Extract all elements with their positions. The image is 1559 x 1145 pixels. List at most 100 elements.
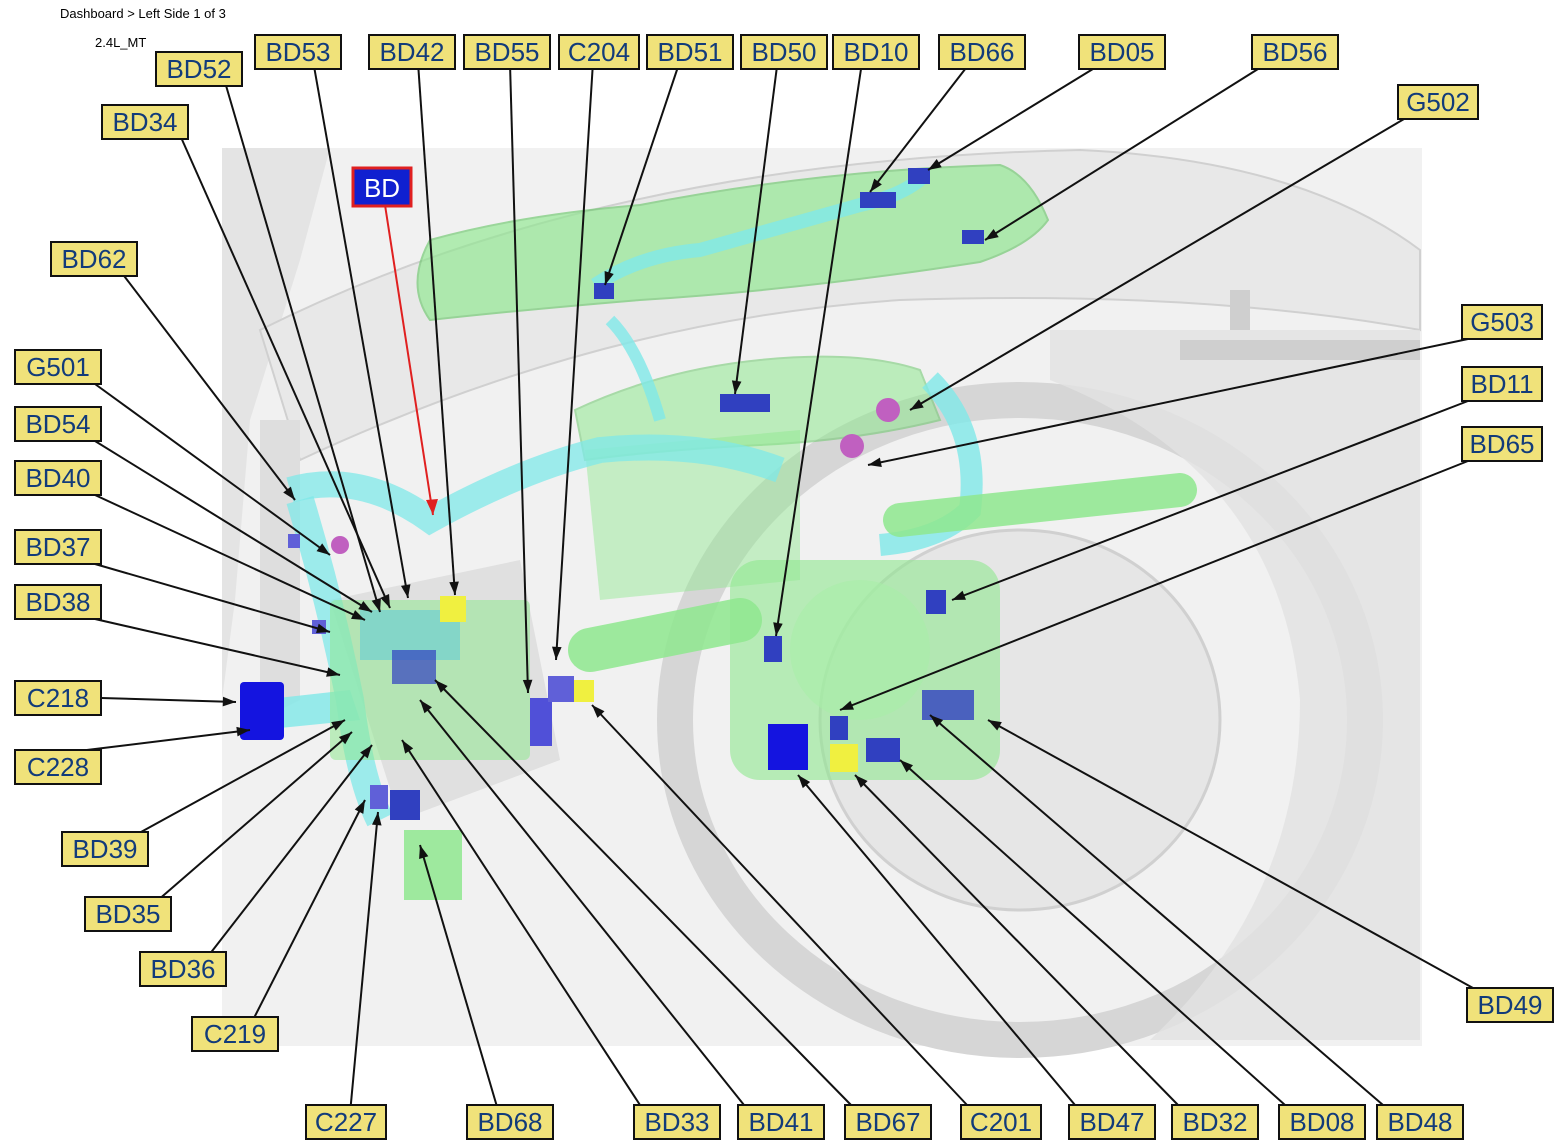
callout-g502[interactable]: G502: [1397, 84, 1479, 120]
leader-arrowhead-bd62: [283, 486, 295, 500]
callout-bd11[interactable]: BD11: [1461, 366, 1543, 402]
callout-text-bd67: BD67: [855, 1107, 920, 1137]
callout-c201[interactable]: C201: [960, 1104, 1042, 1140]
callout-text-bd42: BD42: [379, 37, 444, 67]
callout-bd62[interactable]: BD62: [50, 241, 138, 277]
leader-arrowhead-bd38: [326, 667, 340, 677]
callout-text-g502: G502: [1406, 87, 1470, 117]
leader-arrowhead-bd34: [380, 594, 390, 608]
leader-line-bd36: [210, 744, 373, 953]
leader-arrowhead-bd39: [331, 720, 345, 731]
callout-box-c219: [191, 1016, 279, 1052]
callout-bd54[interactable]: BD54: [14, 406, 102, 442]
callout-bd51[interactable]: BD51: [646, 34, 734, 70]
callout-box-bd41: [737, 1104, 825, 1140]
callout-bd41[interactable]: BD41: [737, 1104, 825, 1140]
callout-bd48[interactable]: BD48: [1376, 1104, 1464, 1140]
callout-text-bd52: BD52: [166, 54, 231, 84]
callout-bd49[interactable]: BD49: [1466, 987, 1554, 1023]
callout-bd39[interactable]: BD39: [61, 831, 149, 867]
callout-text-bd38: BD38: [25, 587, 90, 617]
leader-arrowhead-bd55: [522, 679, 533, 693]
callout-text-bd33: BD33: [644, 1107, 709, 1137]
leader-arrowhead-bd42: [449, 581, 459, 595]
leader-arrowhead-bd37: [316, 623, 330, 633]
callout-bd33[interactable]: BD33: [633, 1104, 721, 1140]
leader-arrowhead-bd32: [855, 775, 868, 788]
callout-text-c219: C219: [204, 1019, 266, 1049]
callout-c204[interactable]: C204: [558, 34, 640, 70]
callout-box-bd48: [1376, 1104, 1464, 1140]
callout-text-bd68: BD68: [477, 1107, 542, 1137]
left-harness-cluster: [240, 434, 785, 900]
callout-bd65[interactable]: BD65: [1461, 426, 1543, 462]
callout-box-c227: [305, 1104, 387, 1140]
callout-box-bd65: [1461, 426, 1543, 462]
callout-bd53[interactable]: BD53: [254, 34, 342, 70]
leader-arrowhead-c227: [372, 812, 382, 826]
callout-box-bd40: [14, 460, 102, 496]
callout-bd40[interactable]: BD40: [14, 460, 102, 496]
callout-bd55[interactable]: BD55: [463, 34, 551, 70]
callout-text-g503: G503: [1470, 307, 1534, 337]
callout-box-bd34: [101, 104, 189, 140]
callout-text-c201: C201: [970, 1107, 1032, 1137]
callout-bd35[interactable]: BD35: [84, 896, 172, 932]
leader-arrowhead-g502: [910, 399, 924, 410]
leader-line-c204: [555, 68, 594, 661]
callout-text-bd65: BD65: [1469, 429, 1534, 459]
callout-bd34[interactable]: BD34: [101, 104, 189, 140]
leader-line-bd56: [984, 68, 1259, 241]
callout-box-bd36: [139, 951, 227, 987]
callout-bd38[interactable]: BD38: [14, 584, 102, 620]
callout-bd66[interactable]: BD66: [938, 34, 1026, 70]
callout-box-bd68: [466, 1104, 554, 1140]
callout-box-bd42: [368, 34, 456, 70]
callout-box-bd49: [1466, 987, 1554, 1023]
leader-arrowhead-bd47: [798, 775, 811, 789]
callout-bd56[interactable]: BD56: [1251, 34, 1339, 70]
leader-line-bd52: [225, 85, 381, 613]
leader-arrowhead-bd41: [420, 700, 432, 714]
zone-marker-bd: BD: [351, 166, 438, 516]
callout-box-g502: [1397, 84, 1479, 120]
callout-box-bd66: [938, 34, 1026, 70]
callout-bd10[interactable]: BD10: [832, 34, 920, 70]
callout-c228[interactable]: C228: [14, 749, 102, 785]
leader-line-bd08: [899, 759, 1286, 1106]
callout-bd32[interactable]: BD32: [1171, 1104, 1259, 1140]
leader-line-bd33: [401, 739, 641, 1106]
callout-c227[interactable]: C227: [305, 1104, 387, 1140]
callout-bd47[interactable]: BD47: [1068, 1104, 1156, 1140]
leader-line-bd53: [313, 68, 409, 599]
callout-text-bd51: BD51: [657, 37, 722, 67]
callout-box-bd52: [155, 51, 243, 87]
callout-text-bd41: BD41: [748, 1107, 813, 1137]
callout-text-c227: C227: [315, 1107, 377, 1137]
leader-line-c227: [349, 811, 379, 1106]
callout-g501[interactable]: G501: [14, 349, 102, 385]
callout-bd52[interactable]: BD52: [155, 51, 243, 87]
callout-box-bd05: [1078, 34, 1166, 70]
leader-line-g503: [867, 338, 1469, 466]
callout-bd08[interactable]: BD08: [1278, 1104, 1366, 1140]
callout-bd50[interactable]: BD50: [740, 34, 828, 70]
callout-c218[interactable]: C218: [14, 680, 102, 716]
callout-bd05[interactable]: BD05: [1078, 34, 1166, 70]
callout-text-bd10: BD10: [843, 37, 908, 67]
callout-bd68[interactable]: BD68: [466, 1104, 554, 1140]
callout-box-bd10: [832, 34, 920, 70]
callout-bd42[interactable]: BD42: [368, 34, 456, 70]
leader-line-bd10: [775, 68, 862, 637]
leader-arrowhead-bd40: [351, 610, 365, 620]
callout-g503[interactable]: G503: [1461, 304, 1543, 340]
callout-box-bd54: [14, 406, 102, 442]
callout-bd36[interactable]: BD36: [139, 951, 227, 987]
callout-bd67[interactable]: BD67: [844, 1104, 932, 1140]
leader-line-bd55: [509, 68, 529, 694]
callout-text-bd05: BD05: [1089, 37, 1154, 67]
callout-bd37[interactable]: BD37: [14, 529, 102, 565]
leader-arrowhead-g501: [316, 543, 330, 555]
callout-c219[interactable]: C219: [191, 1016, 279, 1052]
callout-text-bd36: BD36: [150, 954, 215, 984]
